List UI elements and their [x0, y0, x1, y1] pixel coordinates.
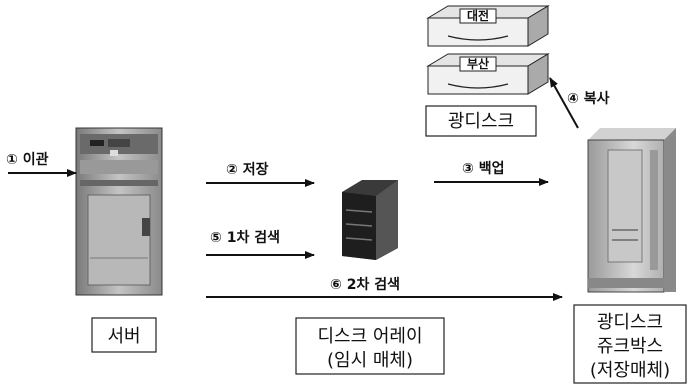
step-transfer-label: ① 이관 — [6, 151, 49, 168]
jukebox-label-3: (저장매체) — [590, 360, 670, 381]
step-backup-label: ③ 백업 — [462, 161, 505, 177]
disk-array-label-1: 디스크 어레이 — [317, 326, 422, 347]
disk-secondary-label: 부산 — [467, 56, 489, 71]
step-copy-label: ④ 복사 — [567, 91, 610, 107]
optical-jukebox-icon — [588, 128, 676, 292]
step-store-label: ② 저장 — [226, 161, 269, 178]
disk-array-label-2: (임시 매체) — [327, 350, 413, 371]
disk-array-icon — [342, 180, 398, 260]
step-search1-label: ⑤ 1차 검색 — [210, 229, 280, 246]
jukebox-label-1: 광디스크 — [597, 312, 663, 333]
step-search2-label: ⑥ 2차 검색 — [330, 276, 400, 293]
optical-disk-drive-primary: 대전 — [428, 6, 548, 46]
jukebox-label-2: 쥬크박스 — [597, 336, 663, 357]
server-icon — [76, 128, 162, 295]
optical-disk-drive-secondary: 부산 — [428, 54, 548, 94]
optical-disk-label: 광디스크 — [448, 111, 514, 132]
disk-primary-label: 대전 — [467, 8, 489, 23]
server-label: 서버 — [107, 326, 140, 347]
